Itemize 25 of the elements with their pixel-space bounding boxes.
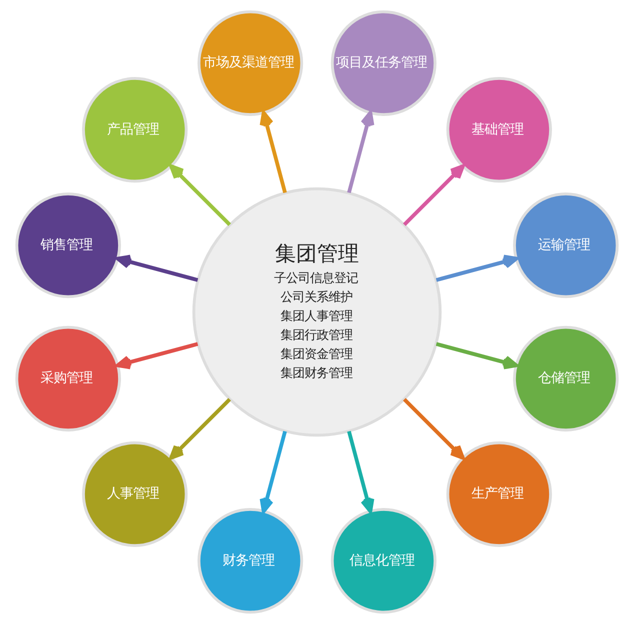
- node-circle: 销售管理: [15, 192, 121, 298]
- node-circle: 市场及渠道管理: [198, 10, 304, 116]
- node-circle: 集团管理 子公司信息登记 公司关系维护 集团人事管理 集团行政管理 集团资金管理 集团财务管理: [192, 187, 442, 437]
- node-circle: 采购管理: [15, 326, 121, 432]
- arrow: [260, 110, 287, 194]
- node-circle: 运输管理: [513, 192, 619, 298]
- arrow: [347, 430, 374, 514]
- arrow: [116, 254, 198, 282]
- arrow: [169, 398, 231, 460]
- arrow: [116, 342, 198, 370]
- arrow: [403, 398, 465, 460]
- node-circle: 信息化管理: [330, 508, 436, 614]
- node-circle: 财务管理: [198, 508, 304, 614]
- node-circle: 基础管理: [446, 77, 552, 183]
- node-circle: 人事管理: [82, 441, 188, 547]
- node-circle: 仓储管理: [513, 326, 619, 432]
- arrow: [403, 164, 465, 226]
- node-circle: 产品管理: [82, 77, 188, 183]
- node-circle: 项目及任务管理: [330, 10, 436, 116]
- arrow: [436, 342, 518, 370]
- arrow: [436, 254, 518, 282]
- arrow: [260, 430, 287, 514]
- node-circle: 生产管理: [446, 441, 552, 547]
- arrow: [169, 164, 231, 226]
- arrow: [347, 110, 374, 194]
